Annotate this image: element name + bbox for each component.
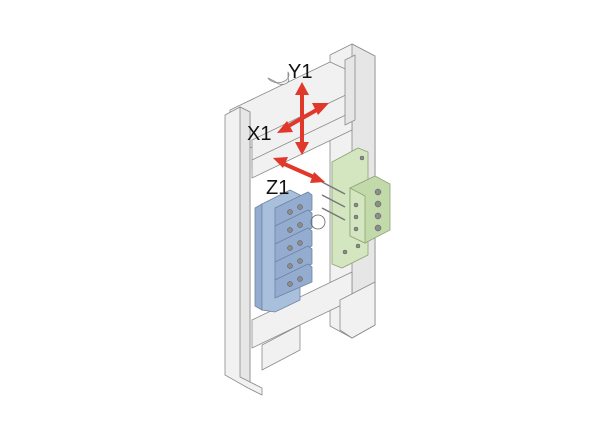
z1-arrow [273,157,325,183]
z1-label: Z1 [266,177,289,199]
x1-arrow [277,103,329,133]
left-terminal-block [254,189,326,313]
y1-label: Y1 [288,61,312,83]
terminal-rows [274,191,313,299]
axis-arrows [273,82,329,183]
x1-label: X1 [247,123,271,145]
right-connector-block [321,147,391,269]
